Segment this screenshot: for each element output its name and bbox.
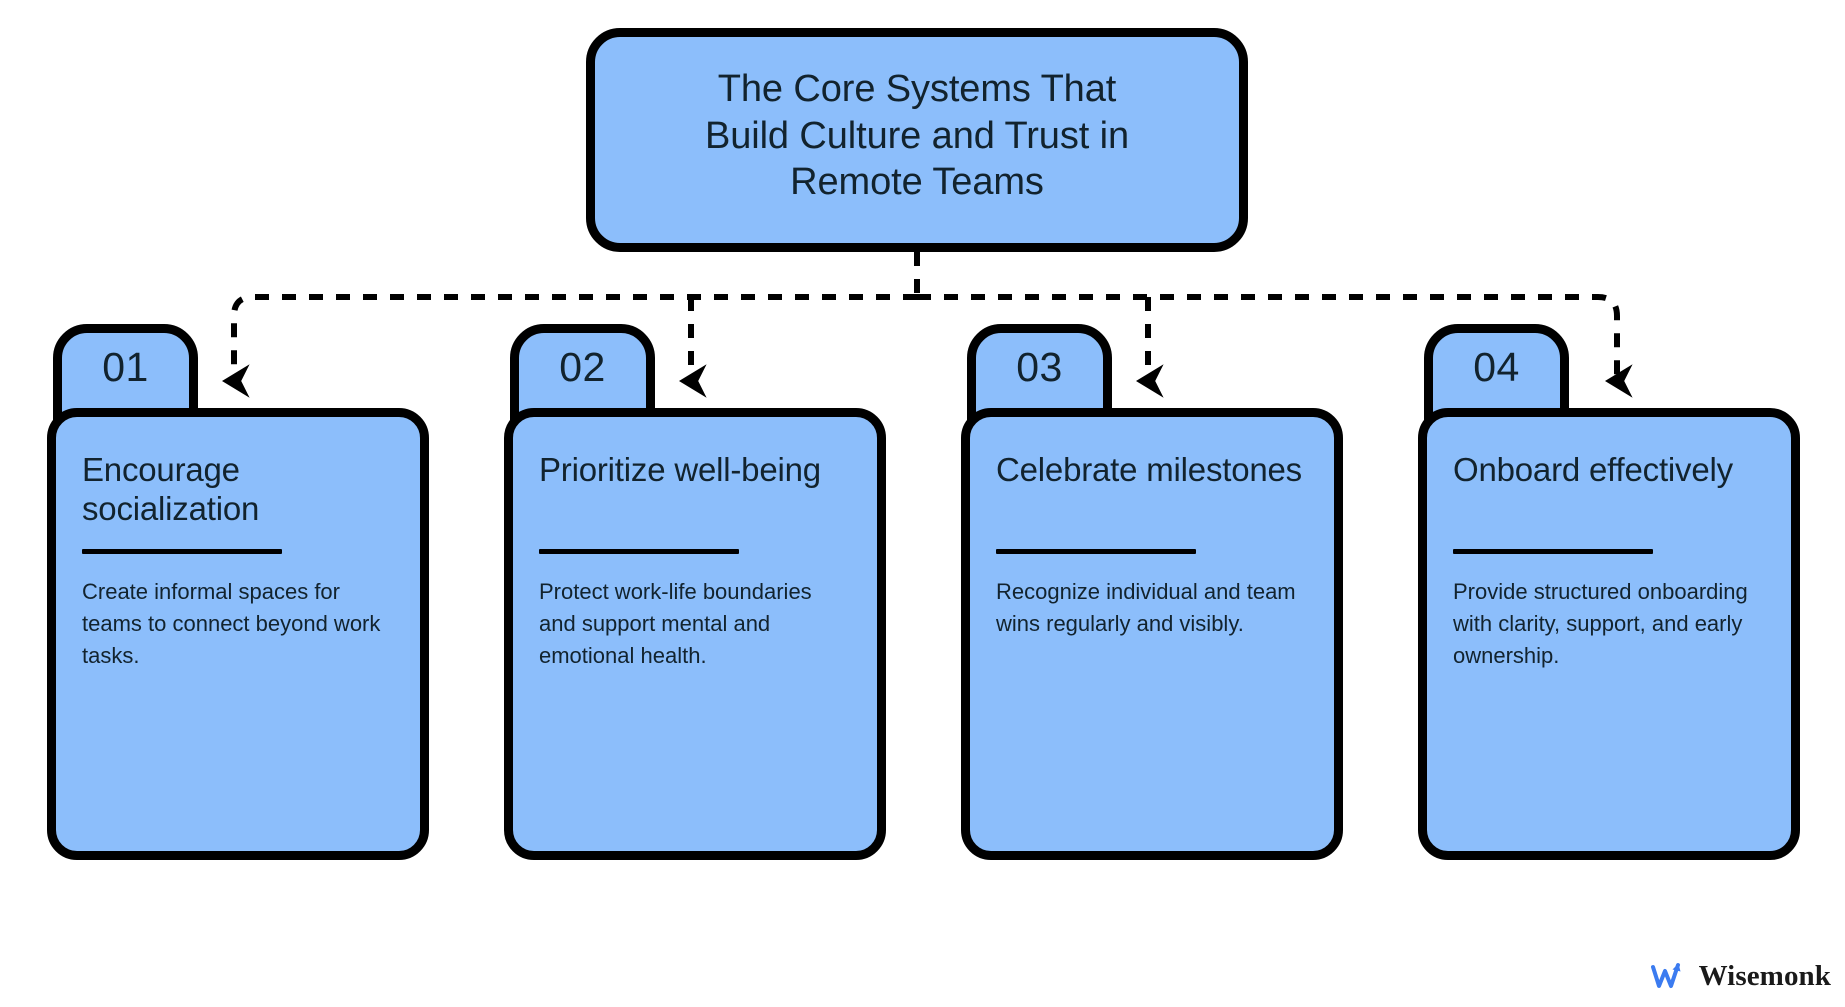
wisemonk-logo: Wisemonk [1650, 959, 1831, 993]
card-03-description: Recognize individual and team wins regul… [996, 579, 1296, 636]
card-04-divider [1453, 549, 1653, 554]
card-03[interactable]: 03 Celebrate milestones Recognize indivi… [961, 324, 1351, 930]
wisemonk-logo-text: Wisemonk [1698, 959, 1831, 992]
card-01-divider [82, 549, 282, 554]
card-02-description: Protect work-life boundaries and support… [539, 579, 812, 668]
wisemonk-zigzag-arrow-icon [1650, 963, 1681, 988]
card-03-divider [996, 549, 1196, 554]
title-line-2: Build Culture and Trust in [704, 114, 1130, 157]
card-01[interactable]: 01 Encourage socialization Create inform… [47, 324, 437, 930]
card-01-description: Create informal spaces for teams to conn… [82, 579, 381, 668]
card-04-description: Provide structured onboarding with clari… [1453, 579, 1748, 668]
card-03-heading: Celebrate milestones [996, 451, 1302, 488]
card-04-heading: Onboard effectively [1453, 451, 1733, 488]
card-03-number: 03 [1016, 344, 1063, 390]
title-line-3: Remote Teams [790, 161, 1044, 204]
card-03-body: Celebrate milestones Recognize individua… [961, 408, 1343, 860]
title-line-1: The Core Systems That [717, 67, 1117, 110]
diagram-title-box: The Core Systems That Build Culture and … [586, 28, 1248, 252]
card-01-body: Encourage socialization Create informal … [47, 408, 429, 860]
card-04-body: Onboard effectively Provide structured o… [1418, 408, 1800, 860]
card-02-number: 02 [559, 344, 606, 390]
card-02-divider [539, 549, 739, 554]
card-02-heading: Prioritize well-being [539, 451, 821, 488]
card-01-heading: Encourage socialization [82, 451, 260, 527]
card-01-number: 01 [102, 344, 149, 390]
card-04[interactable]: 04 Onboard effectively Provide structure… [1418, 324, 1808, 930]
card-04-number: 04 [1473, 344, 1520, 390]
card-02-body: Prioritize well-being Protect work-life … [504, 408, 886, 860]
diagram-title: The Core Systems That Build Culture and … [705, 66, 1129, 206]
card-02[interactable]: 02 Prioritize well-being Protect work-li… [504, 324, 894, 930]
